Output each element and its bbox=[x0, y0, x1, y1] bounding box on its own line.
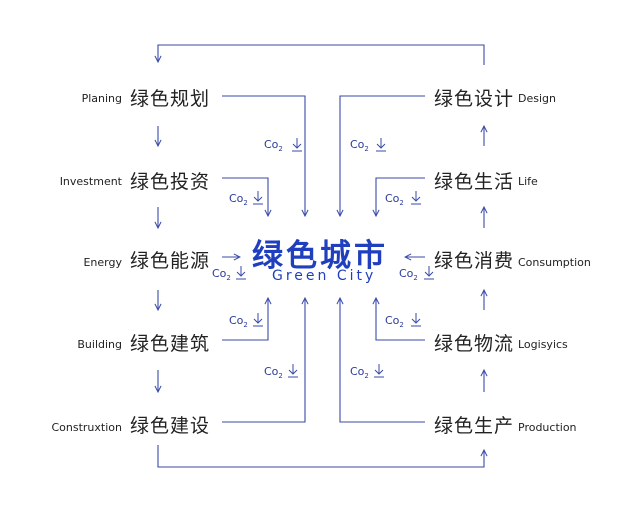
co2-down-icon bbox=[236, 266, 246, 280]
center-subtitle: Green City bbox=[272, 268, 377, 284]
co2-label: Co2 bbox=[229, 314, 248, 330]
node-planing-cn: 绿色规划 bbox=[130, 88, 211, 110]
co2-down-icon bbox=[253, 191, 263, 205]
co2-label: Co2 bbox=[385, 192, 404, 208]
node-planing-en: Planing bbox=[81, 92, 122, 105]
co2-down-icon bbox=[374, 364, 384, 378]
node-production-en: Production bbox=[518, 421, 577, 434]
node-logisyics-cn: 绿色物流 bbox=[434, 333, 515, 355]
node-design-en: Design bbox=[518, 92, 556, 105]
connector-investment-center bbox=[222, 177, 268, 216]
connector-logisyics-center bbox=[376, 298, 425, 341]
co2-label: Co2 bbox=[350, 365, 369, 381]
loop-bottom-line bbox=[157, 445, 484, 468]
co2-down-icon bbox=[424, 266, 434, 280]
node-construxtion-cn: 绿色建设 bbox=[130, 415, 211, 437]
node-energy-en: Energy bbox=[83, 256, 122, 269]
co2-down-icon bbox=[411, 313, 421, 327]
loop-top-line bbox=[158, 44, 485, 65]
node-investment-cn: 绿色投资 bbox=[130, 171, 211, 193]
co2-down-icon bbox=[288, 364, 298, 378]
connector-planing-center bbox=[222, 95, 305, 216]
node-building-en: Building bbox=[77, 338, 122, 351]
connector-production-center bbox=[340, 298, 425, 423]
connector-building-center bbox=[222, 298, 268, 341]
connector-design-center bbox=[340, 95, 425, 216]
co2-label: Co2 bbox=[264, 365, 283, 381]
node-construxtion-en: Construxtion bbox=[51, 421, 122, 434]
co2-down-icon bbox=[376, 138, 386, 152]
node-life-cn: 绿色生活 bbox=[434, 171, 515, 193]
co2-label: Co2 bbox=[212, 267, 231, 283]
node-production-cn: 绿色生产 bbox=[434, 415, 515, 437]
co2-label: Co2 bbox=[399, 267, 418, 283]
co2-label: Co2 bbox=[385, 314, 404, 330]
connector-life-center bbox=[376, 177, 425, 216]
node-logisyics-en: Logisyics bbox=[518, 338, 568, 351]
co2-down-icon bbox=[253, 313, 263, 327]
node-design-cn: 绿色设计 bbox=[434, 88, 515, 110]
node-building-cn: 绿色建筑 bbox=[130, 333, 211, 355]
node-investment-en: Investment bbox=[59, 175, 122, 188]
node-energy-cn: 绿色能源 bbox=[130, 250, 211, 272]
node-life-en: Life bbox=[518, 175, 538, 188]
center-title: 绿色城市 bbox=[252, 238, 388, 274]
co2-label: Co2 bbox=[229, 192, 248, 208]
co2-down-icon bbox=[292, 138, 302, 152]
co2-down-icon bbox=[411, 191, 421, 205]
node-consumption-en: Consumption bbox=[518, 256, 591, 269]
connector-construxtion-center bbox=[222, 298, 305, 423]
co2-label: Co2 bbox=[350, 138, 369, 154]
co2-label: Co2 bbox=[264, 138, 283, 154]
node-consumption-cn: 绿色消费 bbox=[434, 250, 515, 272]
